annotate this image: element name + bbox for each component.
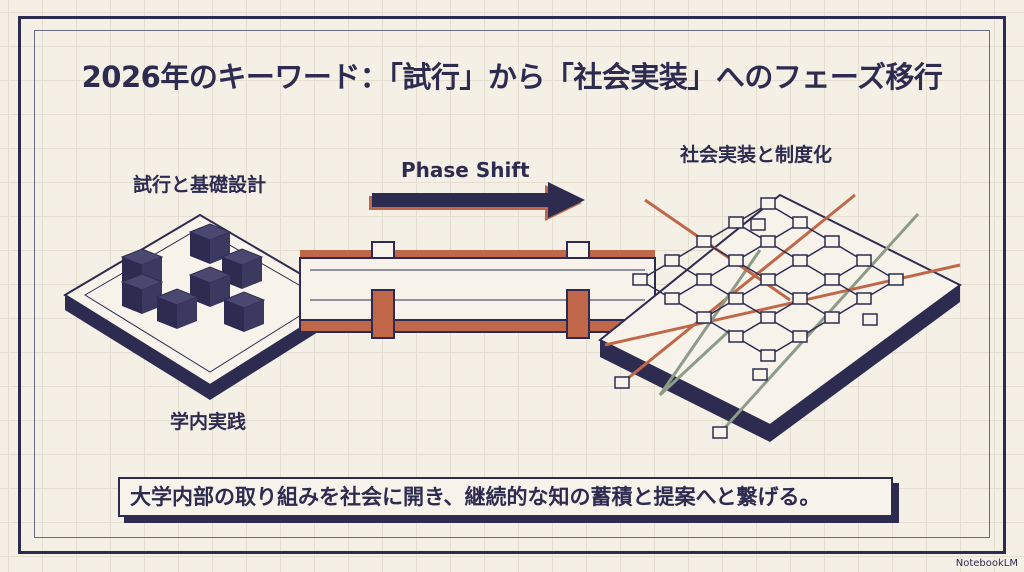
bridge	[299, 241, 656, 339]
network-node	[856, 254, 872, 267]
right-platform	[598, 193, 962, 442]
page-title: 2026年のキーワード：「試行」から「社会実装」へのフェーズ移行	[81, 60, 943, 94]
cube	[222, 291, 266, 332]
phase-shift-arrow	[369, 182, 585, 221]
network-node	[824, 235, 840, 248]
network-node	[888, 273, 904, 286]
network-node	[792, 292, 808, 305]
network-graph	[604, 193, 961, 439]
network-node	[696, 273, 712, 286]
network-link	[718, 212, 920, 435]
inner-frame	[34, 30, 990, 538]
network-node	[760, 197, 776, 210]
network-node	[862, 313, 878, 326]
network-node	[614, 376, 630, 389]
network-node	[824, 273, 840, 286]
network-node	[728, 292, 744, 305]
cube	[120, 273, 164, 314]
outer-frame	[18, 16, 1006, 554]
network-link	[658, 328, 732, 397]
network-node	[712, 426, 728, 439]
network-node	[696, 311, 712, 324]
network-node	[750, 218, 766, 231]
network-node	[760, 349, 776, 362]
cube	[155, 288, 199, 329]
network-node	[792, 254, 808, 267]
network-node	[728, 330, 744, 343]
network-node	[856, 292, 872, 305]
phase-shift-label: Phase Shift	[401, 158, 530, 182]
network-node	[632, 273, 648, 286]
network-node	[760, 311, 776, 324]
network-node	[696, 235, 712, 248]
network-node	[760, 235, 776, 248]
left-caption: 学内実践	[170, 411, 247, 433]
cube	[188, 266, 232, 307]
network-node	[760, 273, 776, 286]
network-node	[664, 292, 680, 305]
network-link	[621, 193, 856, 385]
network-node	[728, 254, 744, 267]
network-node	[824, 311, 840, 324]
network-node	[728, 216, 744, 229]
network-node	[792, 330, 808, 343]
left-heading: 試行と基礎設計	[133, 174, 267, 196]
network-node	[664, 254, 680, 267]
network-node	[792, 216, 808, 229]
summary-box: 大学内部の取り組みを社会に開き、継続的な知の蓄積と提案へと繋げる。	[118, 477, 893, 517]
cube-cluster	[120, 223, 266, 332]
brand-watermark: NotebookLM	[955, 558, 1018, 569]
network-node	[752, 368, 768, 381]
right-heading: 社会実装と制度化	[680, 144, 833, 166]
